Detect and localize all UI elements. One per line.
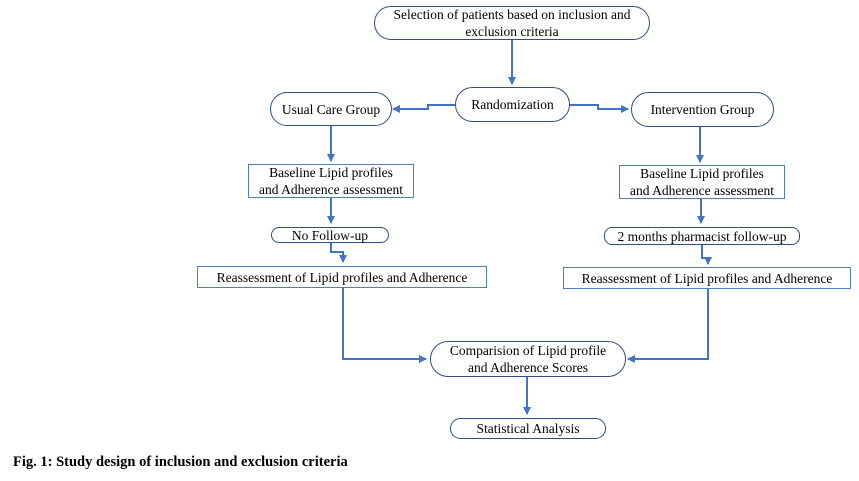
node-usual-care-group: Usual Care Group [270,92,392,126]
node-reassessment-intervention: Reassessment of Lipid profiles and Adher… [563,267,851,289]
node-randomization: Randomization [455,87,570,122]
arrow-randomization-to-usual-care [392,104,455,113]
node-pharmacist-follow-up: 2 months pharmacist follow-up [604,227,800,245]
arrow-reassessment-right-to-comparison [627,288,709,363]
node-no-follow-up: No Follow-up [271,227,389,243]
node-statistical-analysis: Statistical Analysis [450,418,606,439]
node-reassessment-usual-care: Reassessment of Lipid profiles and Adher… [197,266,487,288]
arrow-randomization-to-intervention [570,104,629,113]
arrow-reassessment-left-to-comparison [342,288,427,363]
node-patient-selection: Selection of patients based on inclusion… [374,6,650,40]
node-comparison-scores: Comparision of Lipid profile and Adheren… [430,341,626,377]
arrow-pharmacist-followup-to-reassessment [701,245,712,265]
arrow-no-followup-to-reassessment [330,243,347,263]
node-intervention-group: Intervention Group [631,92,774,127]
node-baseline-usual-care: Baseline Lipid profiles and Adherence as… [248,164,414,198]
node-baseline-intervention: Baseline Lipid profiles and Adherence as… [619,165,785,199]
figure-caption: Fig. 1: Study design of inclusion and ex… [13,454,348,470]
